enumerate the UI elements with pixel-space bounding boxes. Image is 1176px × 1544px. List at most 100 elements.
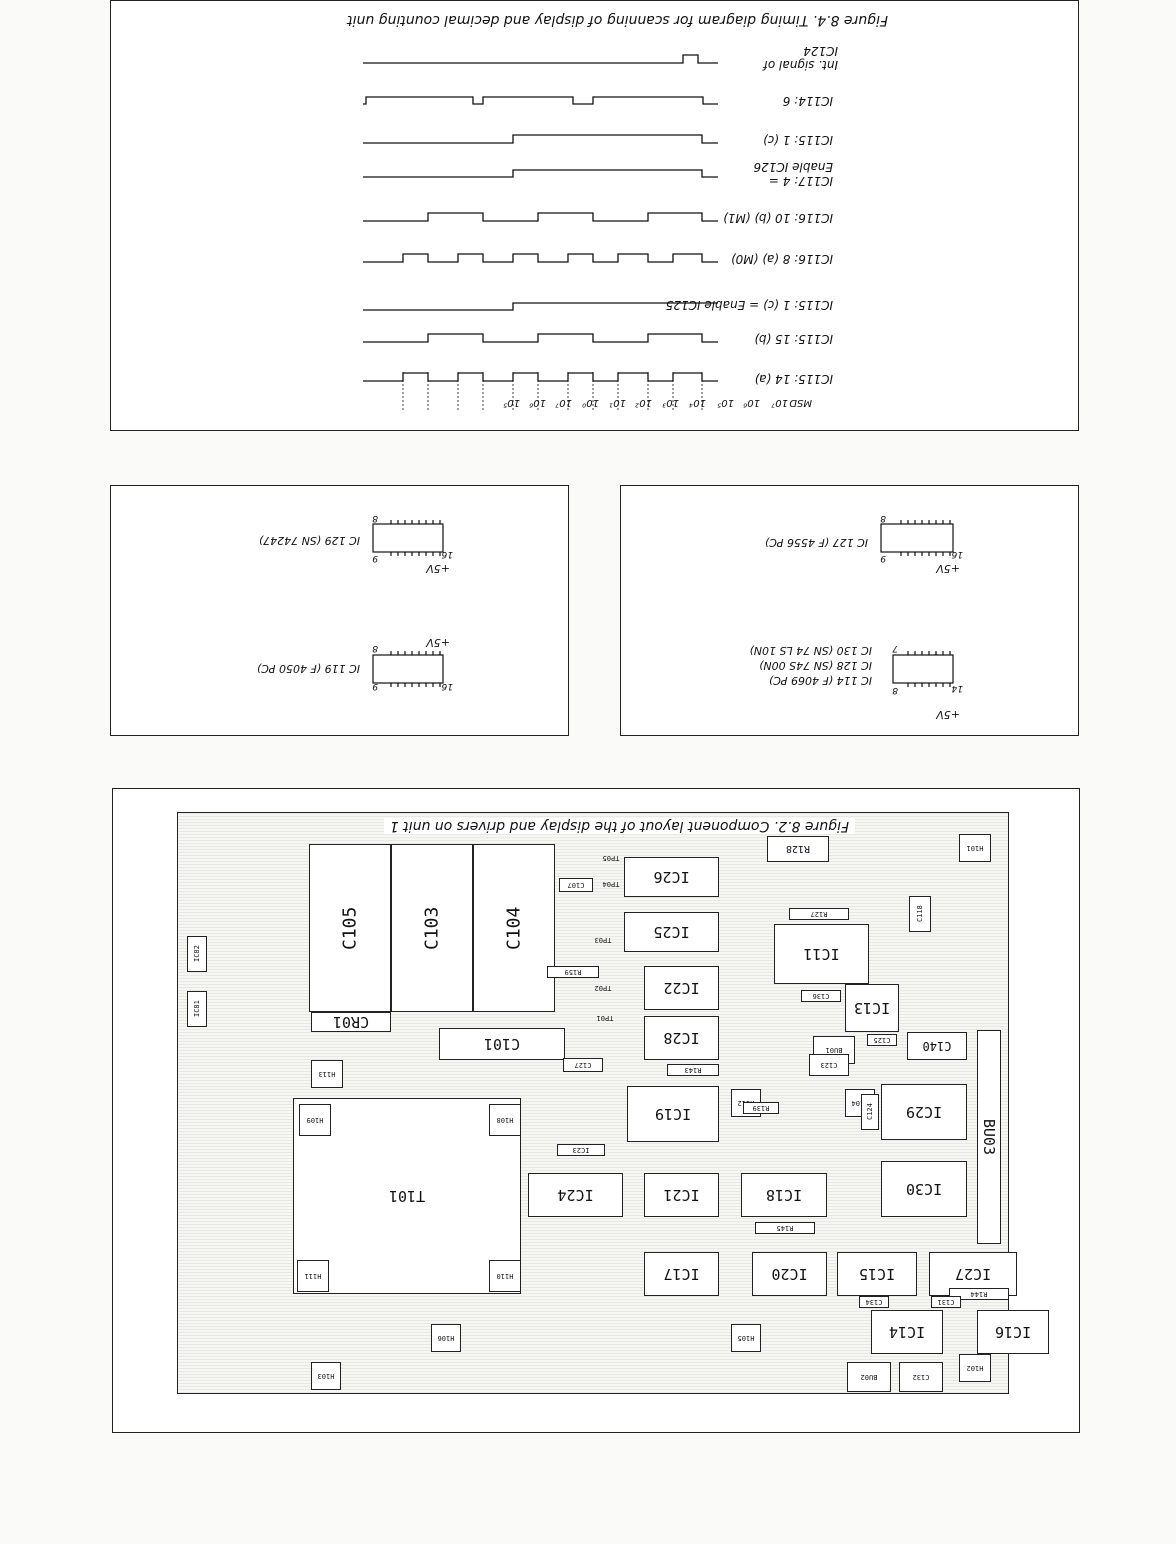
- ic23-socket: IC23: [557, 1144, 605, 1156]
- capacitor-c107: C107: [559, 878, 593, 892]
- capacitor-c131: C131: [931, 1296, 961, 1308]
- signal-label-ic115-enable: IC115: 1 (c) = Enable IC125: [665, 298, 833, 312]
- digit-label: 10⁵: [503, 397, 520, 408]
- chip-name: IC 114 (F 4069 PC): [768, 674, 872, 687]
- capacitor-c104: C104: [473, 844, 555, 1012]
- wave-ic116-8: [363, 253, 718, 263]
- ic18: IC18: [741, 1173, 827, 1217]
- chip-pin: 9: [372, 553, 378, 563]
- pinout-panel-left: IC 129 (SN 74247) +5V 16 9 8 IC 119 (F 4…: [110, 485, 569, 736]
- ic19: IC19: [627, 1086, 719, 1142]
- chip-pin: 8: [880, 513, 886, 523]
- digit-label: 10⁵: [717, 397, 734, 408]
- timing-diagram-panel: Figure 8.4. Timing diagram for scanning …: [110, 0, 1079, 431]
- pinout-right-drawing: [880, 520, 954, 687]
- capacitor-c127: C127: [563, 1058, 603, 1072]
- signal-label-ic116-10: IC116: 10 (b) (M1): [723, 211, 833, 225]
- digit-label: 10⁶: [529, 397, 546, 408]
- chip-name: IC 127 (F 4556 PC): [764, 536, 868, 549]
- digit-label: 10¹: [609, 397, 626, 408]
- capacitor-c132: C132: [899, 1362, 943, 1392]
- diode-cr01: CR01: [311, 1012, 391, 1032]
- wave-ic115-15b: [363, 333, 718, 343]
- ic13: IC13: [845, 984, 899, 1032]
- chip-pin: 16: [441, 549, 453, 559]
- chip-pin: 8: [372, 513, 378, 523]
- testpoint-tp01: TP01: [596, 1014, 614, 1022]
- resistor-r145: R145: [755, 1222, 815, 1234]
- connector-bu02: BU02: [847, 1362, 891, 1392]
- ic24: IC24: [528, 1173, 623, 1217]
- ic29: IC29: [881, 1084, 967, 1140]
- wave-ic117-4: [363, 169, 718, 178]
- capacitor-c103: C103: [391, 844, 473, 1012]
- connector-bu03: BU03: [977, 1030, 1001, 1244]
- resistor-r128: R128: [767, 836, 829, 862]
- signal-label-ic115-14: IC115: 14 (a): [754, 372, 833, 386]
- ic25: IC25: [624, 912, 719, 952]
- testpoint-tp03: TP03: [594, 936, 612, 944]
- hole-h113: H113: [311, 1060, 343, 1088]
- wave-int-signal: [363, 54, 718, 64]
- capacitor-c105: C105: [309, 844, 391, 1012]
- chip-pins: [900, 520, 951, 556]
- testpoint-tp05: TP05: [602, 854, 620, 862]
- capacitor-c136: C136: [801, 990, 841, 1002]
- chip-name-2: IC 128 (SN 74S 00N): [759, 659, 872, 672]
- resistor-r159: R159: [547, 966, 599, 978]
- chip-pin: 8: [372, 643, 378, 653]
- ic16: IC16: [977, 1310, 1049, 1354]
- chip-name: IC 119 (F 4050 PC): [256, 662, 360, 675]
- chip-supply: +5V: [426, 636, 450, 649]
- chip-outline: [372, 654, 444, 684]
- digit-label: 10⁰: [582, 397, 599, 408]
- hole-h105: H105: [731, 1324, 761, 1352]
- chip-outline: [892, 654, 954, 684]
- capacitor-c134: C134: [859, 1296, 889, 1308]
- ic82-edge: IC82: [187, 936, 207, 972]
- digit-label: 10⁷: [771, 397, 788, 408]
- wave-ic116-10: [363, 212, 718, 222]
- digit-label: MSD: [789, 397, 812, 408]
- hole-h103: H103: [311, 1362, 341, 1390]
- wave-ic115-1c-enable: [363, 302, 718, 311]
- capacitor-c123: C123: [809, 1054, 849, 1076]
- ic11: IC11: [774, 924, 869, 984]
- chip-supply: +5V: [936, 708, 960, 721]
- chip-name-3: IC 130 (SN 74 LS 10N): [749, 644, 872, 657]
- resistor-r139: R139: [743, 1102, 779, 1114]
- chip-outline: [880, 523, 954, 553]
- digit-label: 10³: [662, 397, 679, 408]
- ic20: IC20: [752, 1252, 827, 1296]
- signal-label-ic114: IC114: 6: [782, 94, 833, 108]
- chip-supply: +5V: [936, 562, 960, 575]
- chip-pin: 8: [892, 685, 898, 695]
- signal-label-ic115-15: IC115: 15 (b): [754, 332, 833, 346]
- pinout-panel-right: IC 127 (F 4556 PC) +5V 16 9 8 IC 114 (F …: [620, 485, 1079, 736]
- chip-pin: 14: [951, 683, 963, 693]
- hole-h102: H102: [959, 1354, 991, 1382]
- timing-waveforms: [363, 54, 718, 410]
- digit-label: 10⁶: [743, 397, 760, 408]
- testpoint-tp04: TP04: [602, 880, 620, 888]
- chip-outline: [372, 523, 444, 553]
- component-layout-panel: Figure 8.2. Component layout of the disp…: [112, 788, 1080, 1433]
- capacitor-c140: C140: [907, 1032, 967, 1060]
- ic21: IC21: [644, 1173, 719, 1217]
- ic17: IC17: [644, 1252, 719, 1296]
- pinout-left-drawing: [372, 520, 444, 687]
- ic28: IC28: [644, 1016, 719, 1060]
- chip-supply: +5V: [426, 562, 450, 575]
- capacitor-c101: C101: [439, 1028, 565, 1060]
- capacitor-c124: C124: [861, 1094, 879, 1130]
- signal-label-ic116-8: IC116: 8 (a) (M0): [730, 252, 833, 266]
- signal-label-ic117: IC117: 4 = Enable IC126: [753, 160, 833, 188]
- chip-pin: 16: [951, 549, 963, 559]
- ic30: IC30: [881, 1161, 967, 1217]
- wave-ic114-6: [363, 96, 718, 105]
- chip-pins: [390, 520, 441, 556]
- signal-label-ic115-1c: IC115: 1 (c): [762, 133, 833, 147]
- ic15: IC15: [837, 1252, 917, 1296]
- ic14: IC14: [871, 1310, 943, 1354]
- hole-h109: H109: [299, 1104, 331, 1136]
